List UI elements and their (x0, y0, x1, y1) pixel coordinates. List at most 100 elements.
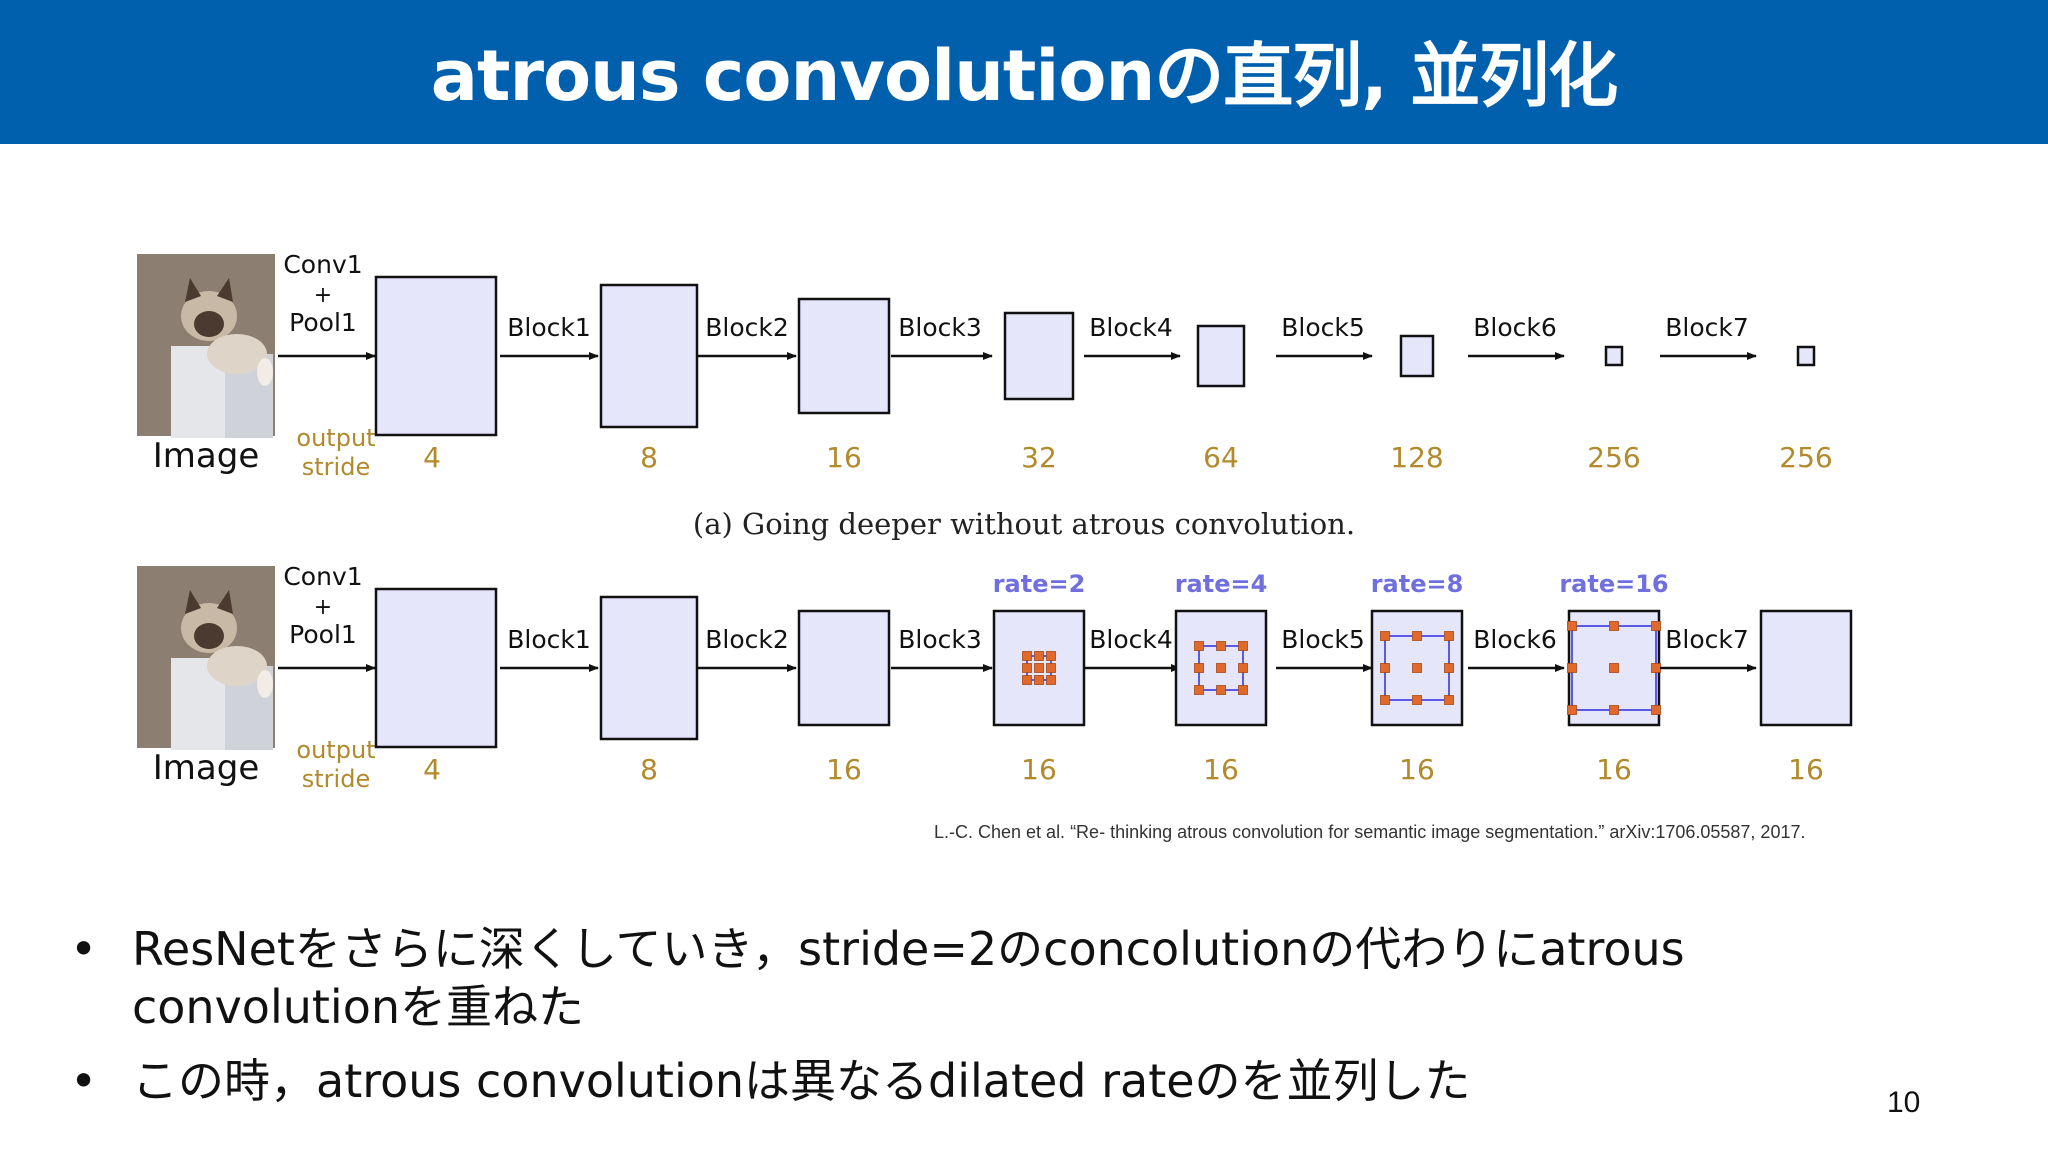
kernel-dot (1022, 675, 1032, 685)
kernel-dot (1444, 631, 1454, 641)
feature-map-2-1 (374, 587, 498, 749)
kernel-dot (1609, 663, 1619, 673)
kernel-dot (1238, 685, 1248, 695)
kernel-dot (1022, 663, 1032, 673)
block-label: Block3 (898, 625, 982, 654)
kernel-dot (1046, 675, 1056, 685)
bullet-item-1: • ResNetをさらに深くしていき，stride=2のconcolutionの… (70, 920, 1830, 1036)
feature-map-1-4 (1003, 311, 1075, 401)
stem-label: + (314, 595, 332, 620)
page-number: 10 (1887, 1086, 1921, 1119)
kernel-dot (1651, 705, 1661, 715)
kernel-dot (1022, 651, 1032, 661)
stem-label: Conv1 (283, 250, 362, 279)
block-label: Block7 (1665, 625, 1749, 654)
kernel-dot (1194, 641, 1204, 651)
kernel-dot (1651, 621, 1661, 631)
kernel-dot (1216, 685, 1226, 695)
input-image-1 (137, 254, 275, 438)
diagram-caption: (a) Going deeper without atrous convolut… (692, 507, 1356, 541)
stem-label: Pool1 (289, 308, 357, 337)
feature-map-1-6 (1399, 334, 1435, 378)
kernel-dot (1380, 663, 1390, 673)
bullet-marker: • (70, 1054, 98, 1108)
bullet-item-2: • この時，atrous convolutionは異なるdilated rate… (70, 1052, 1830, 1110)
bullet-text: ResNetをさらに深くしていき，stride=2のconcolutionの代わ… (132, 922, 1685, 1034)
block-label: Block2 (705, 313, 789, 342)
stride-value: 4 (423, 441, 441, 474)
kernel-dot (1216, 663, 1226, 673)
atrous-kernel-5 (1194, 641, 1248, 695)
atrous-kernel-6 (1380, 631, 1454, 705)
kernel-dot (1194, 663, 1204, 673)
block-label: Block7 (1665, 313, 1749, 342)
cat-right-ear (217, 590, 233, 614)
stride-value: 16 (1203, 753, 1239, 786)
stride-value: 8 (640, 753, 658, 786)
kernel-dot (1412, 695, 1422, 705)
block-label: Block4 (1089, 625, 1173, 654)
kernel-dot (1034, 651, 1044, 661)
bullet-marker: • (70, 922, 98, 976)
stride-value: 128 (1390, 441, 1443, 474)
stride-value: 16 (1399, 753, 1435, 786)
feature-map-2-8 (1759, 609, 1853, 727)
kernel-dot (1412, 631, 1422, 641)
block-label: Block6 (1473, 625, 1557, 654)
rate-label: rate=4 (1175, 570, 1268, 598)
block-label: Block6 (1473, 313, 1557, 342)
stride-value: 32 (1021, 441, 1057, 474)
stem-label: + (314, 283, 332, 308)
kernel-dot (1194, 685, 1204, 695)
bullet-text: この時，atrous convolutionは異なるdilated rateのを… (132, 1054, 1471, 1108)
cat-paw (257, 358, 273, 386)
feature-map-1-3 (797, 297, 891, 415)
cat-face-mask (194, 311, 224, 337)
stride-value: 16 (1021, 753, 1057, 786)
block-label: Block3 (898, 313, 982, 342)
stride-value: 4 (423, 753, 441, 786)
stride-value: 16 (826, 753, 862, 786)
stride-value: 16 (826, 441, 862, 474)
kernel-dot (1412, 663, 1422, 673)
cat-right-ear (217, 278, 233, 302)
output-stride-label: stride (302, 453, 370, 481)
kernel-dot (1567, 663, 1577, 673)
kernel-dot (1567, 621, 1577, 631)
image-label: Image (153, 748, 259, 788)
feature-map-1-2 (599, 283, 699, 429)
kernel-dot (1238, 663, 1248, 673)
cat-left-ear (185, 590, 201, 614)
output-stride-label: output (296, 736, 375, 764)
kernel-dot (1046, 663, 1056, 673)
output-stride-label: output (296, 424, 375, 452)
stride-value: 64 (1203, 441, 1239, 474)
stride-value: 256 (1779, 441, 1832, 474)
kernel-dot (1380, 695, 1390, 705)
citation: L.-C. Chen et al. “Re- thinking atrous c… (934, 822, 1806, 842)
output-stride-label: stride (302, 765, 370, 793)
feature-map-2-2 (599, 595, 699, 741)
kernel-dot (1034, 663, 1044, 673)
block-label: Block4 (1089, 313, 1173, 342)
block-label: Block5 (1281, 313, 1365, 342)
rate-label: rate=8 (1371, 570, 1464, 598)
rate-label: rate=2 (993, 570, 1086, 598)
block-label: Block5 (1281, 625, 1365, 654)
cat-face-mask (194, 623, 224, 649)
block-label: Block1 (507, 625, 591, 654)
cat-body (207, 646, 267, 686)
feature-map-2-3 (797, 609, 891, 727)
feature-map-1-7 (1604, 345, 1624, 367)
kernel-dot (1609, 705, 1619, 715)
stride-value: 16 (1596, 753, 1632, 786)
kernel-dot (1609, 621, 1619, 631)
kernel-dot (1444, 695, 1454, 705)
kernel-dot (1046, 651, 1056, 661)
kernel-dot (1380, 631, 1390, 641)
feature-map-1-1 (374, 275, 498, 437)
kernel-dot (1216, 641, 1226, 651)
atrous-kernel-7 (1567, 621, 1661, 715)
stride-value: 8 (640, 441, 658, 474)
block-label: Block1 (507, 313, 591, 342)
